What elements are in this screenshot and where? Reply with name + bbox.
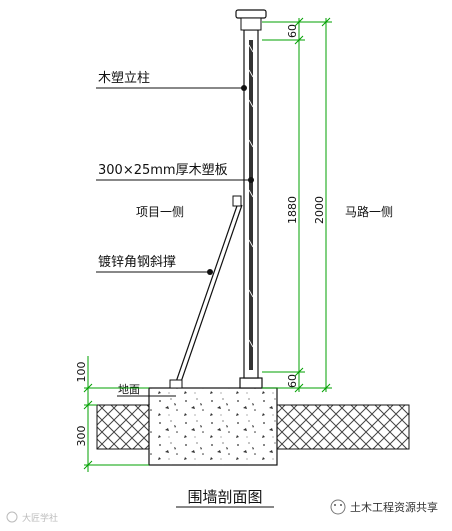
brace-foot-plate xyxy=(169,379,183,389)
brace-top-bracket xyxy=(232,195,242,207)
wood-plastic-board xyxy=(249,40,253,370)
post-base-plate xyxy=(239,377,263,389)
left-dimension-lines xyxy=(83,356,149,472)
label-ground: 地面 xyxy=(118,383,140,396)
watermark-right-text: 土木工程资源共享 xyxy=(350,500,438,514)
ground-hatch-left xyxy=(96,404,150,450)
dim-top-cap: 60 xyxy=(286,24,299,38)
watermark-left: 大匠学社 xyxy=(6,511,58,524)
dim-board-height: 1880 xyxy=(286,196,299,224)
label-post: 木塑立柱 xyxy=(98,71,150,86)
label-road-side: 马路一侧 xyxy=(345,204,393,219)
concrete-texture xyxy=(149,388,277,465)
watermark-left-text: 大匠学社 xyxy=(22,512,58,524)
label-project-side: 项目一侧 xyxy=(136,205,184,219)
dim-total-height: 2000 xyxy=(313,196,326,224)
wechat-icon xyxy=(330,499,346,515)
dim-bottom-gap: 60 xyxy=(286,374,299,388)
dim-above-ground: 100 xyxy=(75,362,88,383)
ground-hatch-right xyxy=(276,404,410,450)
leader-post-dot xyxy=(241,85,247,91)
label-brace: 镀锌角钢斜撑 xyxy=(98,254,176,270)
brace-line-a xyxy=(175,202,239,383)
watermark-logo-icon xyxy=(6,511,18,523)
brace-line-b xyxy=(180,204,243,383)
right-dimension-lines xyxy=(262,17,332,393)
leader-brace-dot xyxy=(207,269,213,275)
leader-board-dot xyxy=(248,177,254,183)
post-cap xyxy=(235,9,267,19)
board-texture xyxy=(248,44,254,348)
diagram-title: 围墙剖面图 xyxy=(187,488,262,506)
label-board: 300×25mm厚木塑板 xyxy=(98,163,228,178)
post-cap-neck xyxy=(240,17,262,31)
dim-foundation-depth: 300 xyxy=(75,426,88,447)
watermark-right: 土木工程资源共享 xyxy=(330,499,438,515)
